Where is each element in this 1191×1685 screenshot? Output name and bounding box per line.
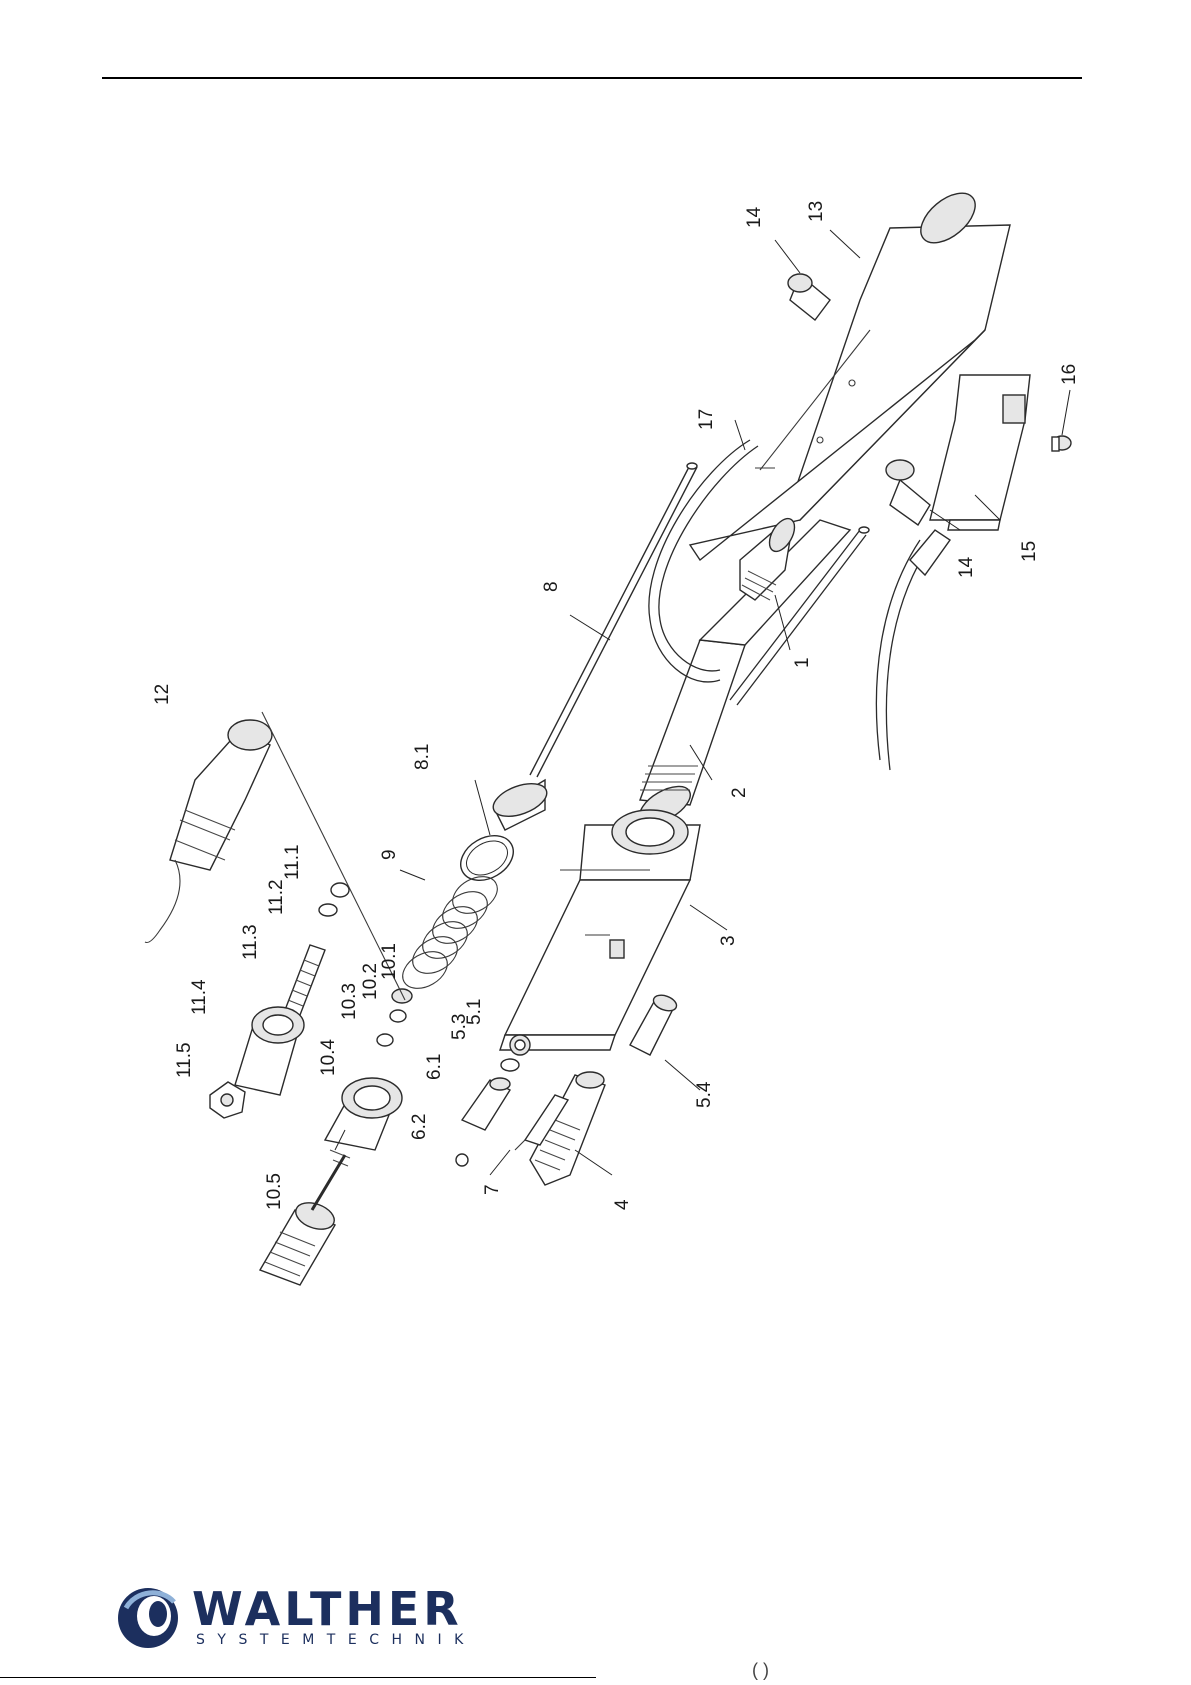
part-10-2 bbox=[390, 1010, 406, 1022]
label-3: 3 bbox=[718, 935, 739, 946]
seal-5-1 bbox=[510, 1035, 530, 1055]
label-9: 9 bbox=[379, 849, 400, 860]
label-11-5: 11.5 bbox=[174, 1042, 195, 1078]
threaded-rod-11-3 bbox=[285, 945, 325, 1015]
footer-rule bbox=[0, 1677, 596, 1678]
label-4: 4 bbox=[612, 1199, 633, 1210]
label-13: 13 bbox=[806, 201, 827, 222]
walther-swirl-icon bbox=[114, 1580, 186, 1652]
screw-14-bottom bbox=[886, 460, 930, 525]
label-10-5: 10.5 bbox=[264, 1173, 285, 1210]
oring-8-1 bbox=[453, 827, 521, 890]
cable-connector-12 bbox=[145, 712, 405, 1000]
screw-14-top bbox=[788, 274, 830, 320]
logo-wordmark: WALTHER bbox=[192, 1582, 463, 1636]
label-8: 8 bbox=[541, 581, 562, 592]
label-11-1: 11.1 bbox=[282, 844, 303, 880]
label-8-1: 8.1 bbox=[412, 744, 433, 770]
oring-6-2 bbox=[456, 1154, 468, 1166]
nut-11-4 bbox=[235, 1007, 304, 1095]
label-10-2: 10.2 bbox=[360, 963, 381, 1000]
handle-cable bbox=[876, 530, 950, 770]
spring-9 bbox=[396, 869, 504, 996]
washer-5-3 bbox=[501, 1059, 519, 1071]
label-10-3: 10.3 bbox=[339, 983, 360, 1020]
part-10-3 bbox=[377, 1034, 393, 1046]
label-5-4: 5.4 bbox=[694, 1081, 715, 1108]
label-15: 15 bbox=[1019, 541, 1040, 562]
label-10-1: 10.1 bbox=[379, 943, 400, 980]
page-number: ( ) bbox=[752, 1660, 769, 1681]
label-6-1: 6.1 bbox=[424, 1054, 445, 1080]
label-14a: 14 bbox=[744, 206, 765, 228]
label-2: 2 bbox=[729, 787, 750, 798]
label-17: 17 bbox=[696, 409, 717, 430]
label-5-3: 5.3 bbox=[449, 1014, 470, 1040]
label-1: 1 bbox=[792, 657, 813, 668]
label-11-3: 11.3 bbox=[240, 924, 261, 960]
nut-10-4 bbox=[325, 1078, 402, 1166]
hexnut-11-5 bbox=[210, 1082, 245, 1118]
bracket-15 bbox=[930, 375, 1030, 530]
insert-6-1 bbox=[462, 1078, 510, 1130]
label-7: 7 bbox=[482, 1184, 503, 1195]
washer-11-2 bbox=[319, 904, 337, 916]
label-14b: 14 bbox=[956, 556, 977, 578]
label-16: 16 bbox=[1059, 364, 1080, 385]
label-12: 12 bbox=[152, 684, 173, 705]
label-11-2: 11.2 bbox=[266, 879, 287, 915]
logo-subtitle: SYSTEMTECHNIK bbox=[196, 1632, 476, 1648]
label-10-4: 10.4 bbox=[318, 1039, 339, 1076]
label-6-2: 6.2 bbox=[409, 1114, 430, 1140]
ring-5-4 bbox=[630, 992, 679, 1055]
screw-16 bbox=[1052, 436, 1071, 451]
part-10-1 bbox=[392, 989, 412, 1003]
label-11-4: 11.4 bbox=[189, 979, 210, 1015]
walther-logo: WALTHER SYSTEMTECHNIK bbox=[114, 1580, 454, 1660]
part-11-1 bbox=[331, 883, 349, 897]
